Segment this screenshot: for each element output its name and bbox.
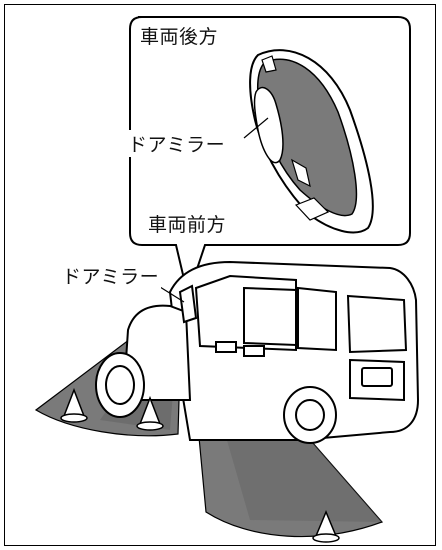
traffic-cone-middle [136,395,164,431]
callout-title: 車両後方 [140,26,219,48]
vehicle [95,260,420,444]
traffic-cone-rear [312,510,340,543]
mirror-inset-label: ドアミラー [126,130,228,157]
vehicle-front-label: 車両前方 [148,214,227,236]
mirror-closeup [243,49,374,234]
mirror-main-label: ドアミラー [60,262,162,289]
traffic-cone-left [60,387,88,423]
